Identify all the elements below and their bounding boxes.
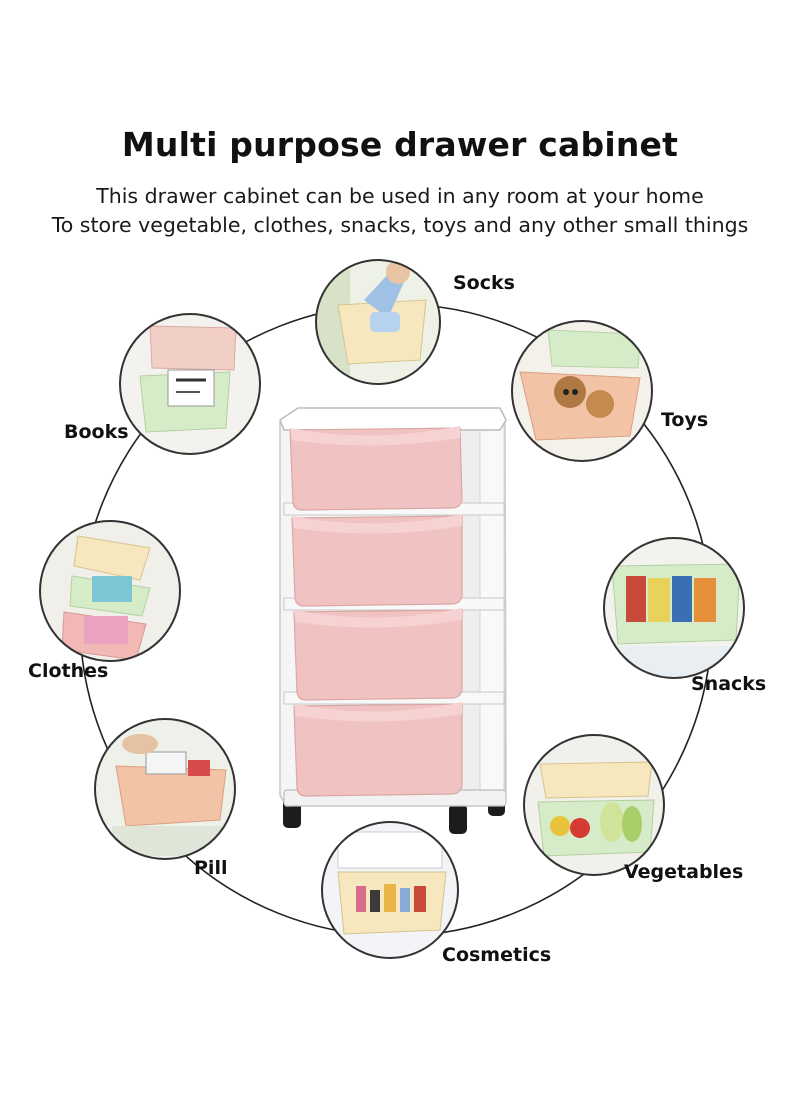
subtitle-line-1: This drawer cabinet can be used in any r… <box>96 184 704 208</box>
drawer-cabinet <box>279 407 507 834</box>
pill-photo <box>94 718 236 860</box>
page-title: Multi purpose drawer cabinet <box>121 125 679 164</box>
books-photo <box>119 313 261 455</box>
socks-photo <box>315 259 441 385</box>
label-books: Books <box>64 421 129 443</box>
toys-photo <box>511 320 653 462</box>
drawer-3 <box>283 608 505 705</box>
cabinet-top <box>279 407 507 431</box>
label-pill: Pill <box>194 857 228 879</box>
drawer-2 <box>283 514 505 611</box>
snacks-photo <box>603 537 745 679</box>
vegetables-photo <box>523 734 665 876</box>
cosmetics-photo <box>321 821 459 959</box>
subtitle-line-2: To store vegetable, clothes, snacks, toy… <box>51 213 749 237</box>
label-socks: Socks <box>453 272 515 294</box>
label-snacks: Snacks <box>691 673 767 695</box>
wheel-icon <box>449 804 467 834</box>
label-vegetables: Vegetables <box>624 861 744 883</box>
label-cosmetics: Cosmetics <box>442 944 552 966</box>
drawer-4 <box>293 702 463 797</box>
label-toys: Toys <box>661 409 709 431</box>
label-clothes: Clothes <box>28 660 109 682</box>
drawer-1 <box>283 426 505 516</box>
clothes-photo <box>39 520 181 662</box>
